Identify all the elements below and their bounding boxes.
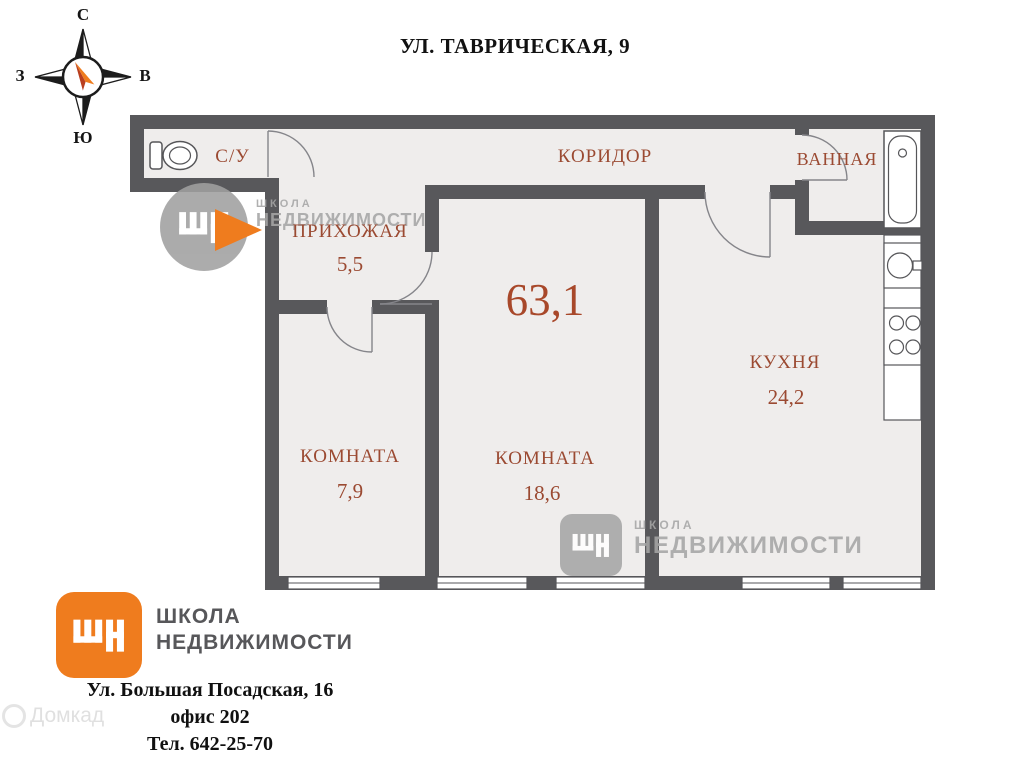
footer-phone: Тел. 642-25-70 [147, 733, 273, 755]
area-left-room: 7,9 [336, 479, 364, 503]
watermark-school-text-top: ШКОЛА НЕДВИЖИМОСТИ [256, 198, 427, 230]
compass-label-north: С [76, 5, 90, 24]
watermark-school-text-bottom: ШКОЛА НЕДВИЖИМОСТИ [634, 518, 864, 559]
room-label-bathroom: ВАННАЯ [796, 149, 878, 169]
room-label-wc: С/У [215, 146, 250, 167]
area-center-room: 18,6 [523, 481, 561, 505]
area-kitchen: 24,2 [767, 385, 805, 409]
watermark-logo-square [560, 514, 622, 576]
page-title: УЛ. ТАВРИЧЕСКАЯ, 9 [399, 34, 631, 58]
compass-label-south: Ю [73, 128, 93, 147]
footer-office: офис 202 [170, 706, 250, 728]
room-label-left-room: КОМНАТА [300, 446, 400, 467]
compass-rose-icon [34, 28, 132, 126]
shn-logo-icon [73, 619, 124, 652]
corner-watermark-label: Домкад [30, 704, 105, 727]
room-label-corridor: КОРИДОР [557, 146, 653, 167]
brand-name-line2: НЕДВИЖИМОСТИ [156, 631, 353, 654]
entrance-arrow-icon [215, 209, 262, 251]
area-hallway: 5,5 [336, 252, 364, 276]
room-label-kitchen: КУХНЯ [749, 352, 821, 373]
room-label-center-room: КОМНАТА [495, 448, 595, 469]
shn-logo-icon [572, 533, 609, 557]
footer-address: Ул. Большая Посадская, 16 [86, 679, 334, 701]
total-area-label: 63,1 [505, 275, 585, 325]
brand-name: ШКОЛА НЕДВИЖИМОСТИ [156, 604, 353, 656]
compass-label-east: В [139, 66, 151, 85]
brand-logo [56, 592, 142, 678]
corner-watermark-icon [2, 704, 26, 728]
compass-label-west: З [15, 66, 25, 85]
brand-name-line1: ШКОЛА [156, 605, 241, 628]
room-label-hallway: ПРИХОЖАЯ [292, 221, 408, 242]
corner-watermark: Домкад [2, 704, 104, 728]
